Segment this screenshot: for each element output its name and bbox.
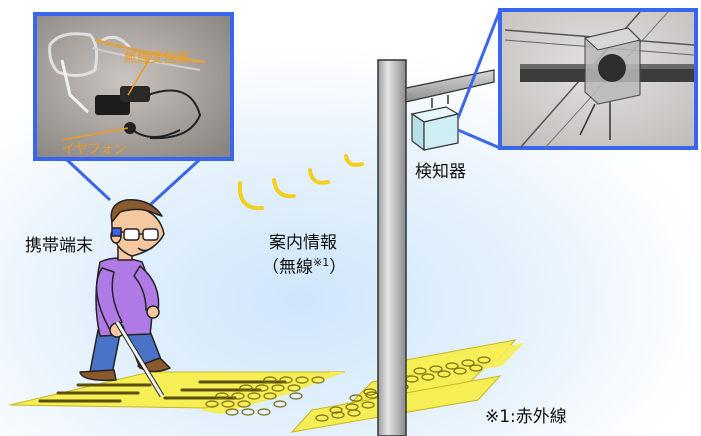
photo-glasses-device (33, 12, 234, 161)
earphone-label: イヤフォン (62, 142, 127, 157)
receiver-label: 無線受信部 (124, 51, 190, 66)
callout-line-detector-bottom (457, 128, 501, 150)
wireless-signal (237, 154, 364, 211)
detector-box (410, 106, 460, 152)
footnote: ※1:赤外線 (485, 407, 567, 427)
wireless-close-text: ） (329, 257, 347, 278)
footnote-mark: ※1 (313, 256, 330, 269)
device-label: 携帯端末 (25, 236, 93, 256)
detector-label: 検知器 (415, 162, 466, 182)
photo-detector (498, 8, 698, 150)
wireless-label: （無線※1） (262, 256, 346, 278)
person-with-cane (79, 199, 171, 398)
info-label: 案内情報 (269, 233, 337, 253)
callout-line-detector-top (456, 9, 502, 119)
wireless-open-text: （無線 (262, 257, 313, 278)
tactile-paving-front (9, 371, 346, 416)
